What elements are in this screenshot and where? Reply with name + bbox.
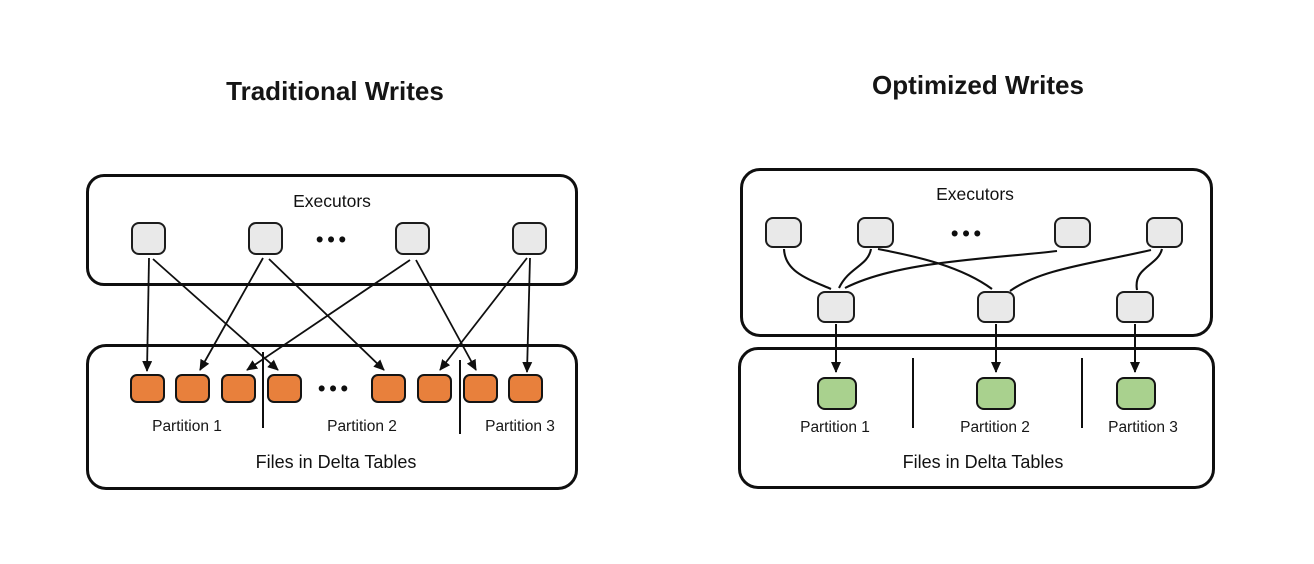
files-ellipsis: ••• bbox=[317, 377, 353, 401]
partition-divider bbox=[262, 352, 264, 428]
optimized-files-label: Files in Delta Tables bbox=[902, 452, 1064, 472]
partition-label: Partition 3 bbox=[485, 418, 555, 435]
executor-node bbox=[765, 217, 802, 248]
file-node bbox=[267, 374, 302, 403]
partition-divider bbox=[1081, 358, 1083, 428]
executor-node bbox=[1146, 217, 1183, 248]
executor-node bbox=[131, 222, 166, 255]
file-node bbox=[221, 374, 256, 403]
file-node bbox=[175, 374, 210, 403]
file-node bbox=[976, 377, 1016, 410]
executor-node bbox=[857, 217, 894, 248]
traditional-executors-label: Executors bbox=[293, 191, 371, 211]
file-node bbox=[463, 374, 498, 403]
partition-label: Partition 2 bbox=[327, 418, 397, 435]
partition-divider bbox=[912, 358, 914, 428]
executor-node bbox=[395, 222, 430, 255]
executors-ellipsis: ••• bbox=[315, 228, 351, 252]
shuffle-node bbox=[977, 291, 1015, 323]
file-node bbox=[817, 377, 857, 410]
partition-label: Partition 3 bbox=[1108, 419, 1178, 436]
partition-label: Partition 2 bbox=[960, 419, 1030, 436]
executors-ellipsis: ••• bbox=[950, 222, 986, 246]
executor-node bbox=[248, 222, 283, 255]
file-node bbox=[130, 374, 165, 403]
file-node bbox=[1116, 377, 1156, 410]
shuffle-node bbox=[1116, 291, 1154, 323]
optimized-title: Optimized Writes bbox=[872, 70, 1084, 100]
traditional-title: Traditional Writes bbox=[226, 76, 444, 106]
partition-label: Partition 1 bbox=[800, 419, 870, 436]
optimized-executors-label: Executors bbox=[936, 184, 1014, 204]
traditional-files-label: Files in Delta Tables bbox=[255, 452, 417, 472]
file-node bbox=[508, 374, 543, 403]
partition-label: Partition 1 bbox=[152, 418, 222, 435]
file-node bbox=[417, 374, 452, 403]
file-node bbox=[371, 374, 406, 403]
partition-divider bbox=[459, 360, 461, 434]
shuffle-node bbox=[817, 291, 855, 323]
executor-node bbox=[1054, 217, 1091, 248]
executor-node bbox=[512, 222, 547, 255]
